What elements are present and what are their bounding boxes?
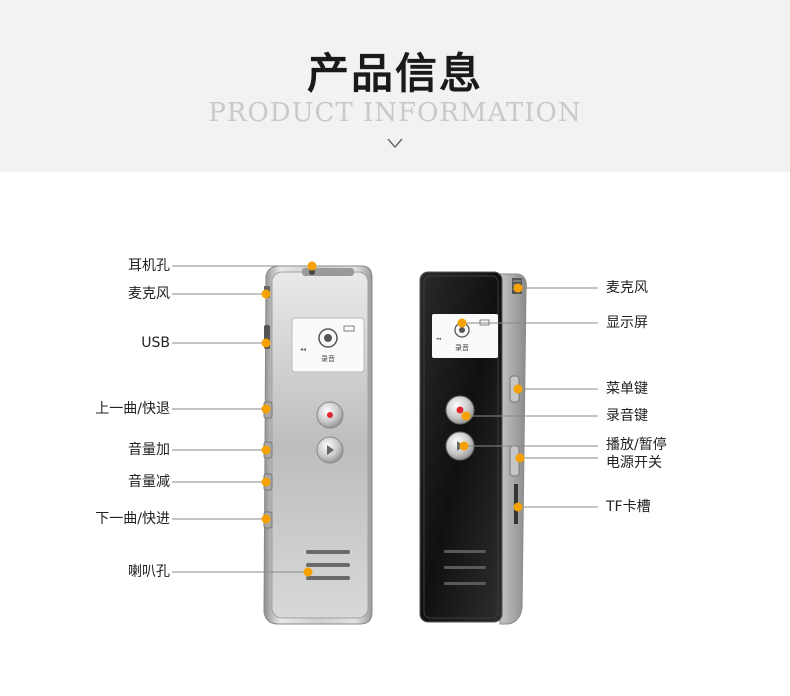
callout-dot	[261, 289, 271, 299]
label-record-key: 录音键	[606, 408, 648, 424]
callout-dot	[513, 502, 523, 512]
label-microphone-right: 麦克风	[606, 280, 648, 296]
label-next-forward: 下一曲/快进	[95, 511, 170, 527]
callout-dot	[261, 338, 271, 348]
label-display: 显示屏	[606, 315, 648, 331]
label-power-switch: 电源开关	[606, 455, 662, 471]
svg-text:◂◂: ◂◂	[436, 336, 442, 342]
label-play-pause: 播放/暂停	[606, 437, 667, 453]
callout-dot	[457, 318, 467, 328]
callout-lines-left	[172, 265, 312, 573]
callout-dots-left	[261, 261, 317, 577]
callout-dot	[261, 404, 271, 414]
chevron-down-icon	[387, 138, 403, 149]
label-prev-rewind: 上一曲/快退	[95, 401, 170, 417]
callout-dot	[261, 477, 271, 487]
label-usb: USB	[141, 335, 170, 351]
callout-dot	[261, 445, 271, 455]
callout-dot	[515, 453, 525, 463]
callout-dot	[461, 411, 471, 421]
callout-dot	[459, 441, 469, 451]
screen-label-right: 录音	[455, 343, 469, 352]
label-headphone-jack: 耳机孔	[128, 258, 170, 274]
callout-dot	[261, 514, 271, 524]
callout-dot	[513, 384, 523, 394]
header-banner: 产品信息 PRODUCT INFORMATION	[0, 0, 790, 172]
label-volume-down: 音量减	[128, 474, 170, 490]
label-tf-slot: TF卡槽	[606, 499, 651, 515]
callout-dot	[303, 567, 313, 577]
page-title: 产品信息	[306, 49, 483, 98]
label-volume-up: 音量加	[128, 442, 170, 458]
label-microphone-left: 麦克风	[128, 286, 170, 302]
screen-label-left: 录音	[321, 354, 335, 363]
screen-record-icon	[318, 328, 338, 348]
callout-lines-right	[462, 287, 598, 508]
silver-recorder: 录音 ◂◂	[263, 265, 373, 625]
svg-text:◂◂: ◂◂	[300, 346, 306, 353]
callout-dots-right	[457, 283, 525, 512]
label-speaker-hole: 喇叭孔	[128, 564, 170, 580]
black-recorder: 录音 ◂◂	[419, 271, 527, 625]
page-subtitle: PRODUCT INFORMATION	[208, 98, 582, 128]
callout-dot	[513, 283, 523, 293]
label-menu-key: 菜单键	[606, 381, 648, 397]
callout-dot	[307, 261, 317, 271]
